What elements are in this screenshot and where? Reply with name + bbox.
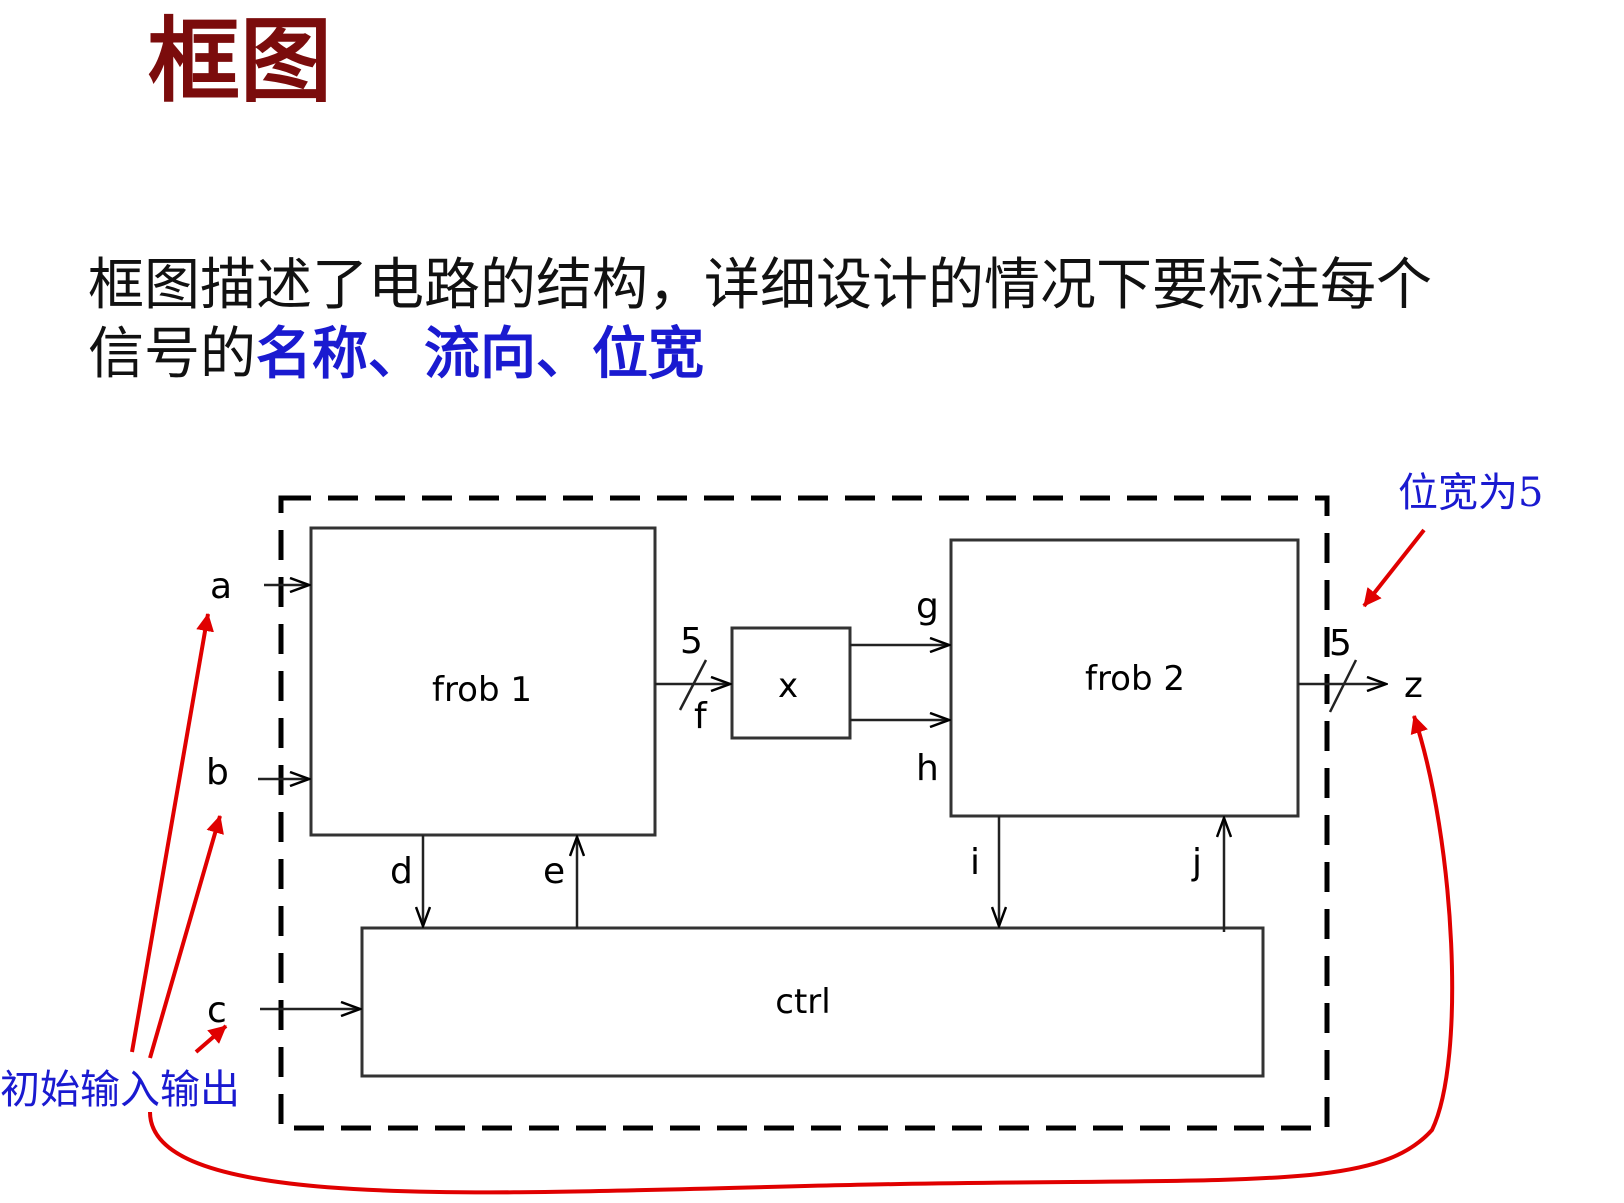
annotation-arrow-c — [194, 1024, 228, 1054]
bus-slash-z — [1328, 659, 1358, 713]
module-boundary — [278, 495, 1330, 1131]
signal-g-label: g — [916, 586, 939, 627]
signal-j-label: j — [1191, 842, 1202, 883]
bus-width-f: 5 — [680, 621, 703, 662]
x-label: x — [778, 666, 798, 706]
signal-z-label: z — [1404, 665, 1423, 706]
frob1-label: frob 1 — [432, 670, 532, 710]
signal-h-label: h — [916, 748, 939, 789]
annotation-arrow-width — [1362, 528, 1426, 608]
annotation-arrow-z — [148, 715, 1455, 1195]
annotation-io-note: 初始输入输出 — [0, 1067, 240, 1113]
description-line-1: 框图描述了电路的结构，详细设计的情况下要标注每个 — [88, 253, 1432, 318]
signal-f-label: f — [694, 696, 708, 737]
signal-c-label: c — [207, 990, 227, 1031]
description-line-2: 信号的名称、流向、位宽 — [88, 320, 1588, 389]
bus-slash-f — [678, 659, 708, 711]
x-block — [730, 626, 852, 740]
ctrl-label: ctrl — [775, 982, 830, 1022]
signal-d-label: d — [390, 851, 413, 892]
description-text: 框图描述了电路的结构，详细设计的情况下要标注每个 信号的名称、流向、位宽 — [88, 252, 1588, 389]
frob2-label: frob 2 — [1085, 659, 1185, 699]
ctrl-block — [360, 926, 1265, 1078]
description-line-2-prefix: 信号的 — [88, 322, 256, 387]
page-title: 框图 — [148, 7, 333, 115]
annotation-arrow-a — [130, 613, 214, 1053]
frob1-block — [309, 526, 657, 837]
signal-i-label: i — [970, 842, 980, 883]
annotation-width-note: 位宽为5 — [1398, 470, 1543, 516]
annotation-arrow-b — [148, 815, 224, 1059]
frob2-block — [949, 538, 1300, 818]
signal-b-label: b — [206, 752, 229, 793]
signal-e-label: e — [543, 851, 565, 892]
description-highlight: 名称、流向、位宽 — [256, 321, 704, 387]
bus-width-z: 5 — [1329, 623, 1352, 664]
signal-a-label: a — [210, 566, 232, 607]
